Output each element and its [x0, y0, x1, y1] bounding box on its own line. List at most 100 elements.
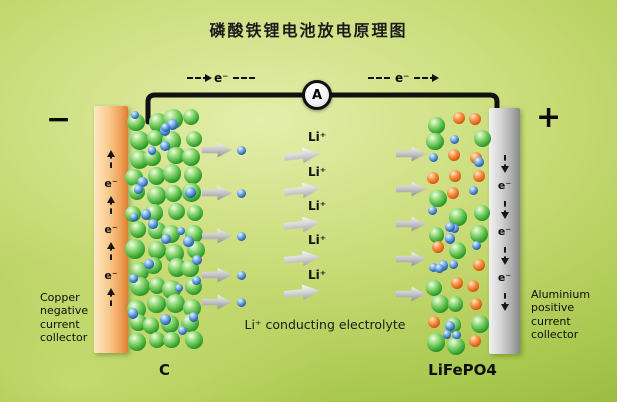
- sphere-orange: [473, 170, 486, 183]
- ammeter: A: [302, 80, 332, 110]
- sphere-green: [164, 184, 182, 202]
- sphere-blue: [188, 311, 199, 322]
- lifepo4-cathode-particles: [426, 112, 492, 356]
- sphere-blue: [445, 320, 456, 331]
- sphere-green: [185, 131, 202, 148]
- li-ion-label: Li⁺: [307, 233, 327, 247]
- li-ion-label: Li⁺: [307, 165, 327, 179]
- sphere-green: [446, 336, 465, 356]
- sphere-green: [181, 147, 200, 167]
- electron-down-arrow-icon: [500, 292, 509, 311]
- sphere-green: [148, 331, 166, 349]
- electron-up-arrow-icon: [107, 150, 115, 168]
- sphere-green: [428, 227, 444, 243]
- sphere-blue: [131, 111, 140, 120]
- electron-label: e⁻: [214, 71, 229, 85]
- copper-current-collector: e⁻ e⁻ e⁻: [94, 106, 128, 353]
- sphere-green: [426, 280, 442, 296]
- electron-label: e⁻: [395, 71, 410, 85]
- sphere-blue: [444, 221, 456, 232]
- sphere-blue: [129, 274, 138, 283]
- sphere-blue: [434, 263, 444, 273]
- sphere-blue: [159, 314, 171, 326]
- sphere-green: [429, 190, 447, 208]
- electron-label: e⁻: [104, 177, 118, 190]
- sphere-green: [474, 204, 490, 221]
- sphere-green: [125, 239, 145, 260]
- sphere-green: [142, 316, 160, 334]
- aluminium-current-collector: e⁻ e⁻ e⁻: [489, 108, 520, 354]
- sphere-green: [167, 202, 185, 220]
- electron-down-arrow-icon: [500, 154, 509, 173]
- sphere-blue: [160, 233, 172, 245]
- sphere-blue: [140, 209, 152, 220]
- copper-collector-caption: Copper negative current collector: [40, 291, 89, 345]
- graphite-anode-particles: [125, 109, 206, 352]
- dashed-arrow-right-icon: [414, 74, 440, 82]
- electron-label: e⁻: [497, 270, 512, 284]
- sphere-green: [165, 243, 185, 263]
- ammeter-label: A: [311, 87, 323, 103]
- sphere-blue: [178, 325, 188, 335]
- sphere-green: [148, 241, 166, 259]
- positive-terminal-sign: +: [536, 100, 562, 135]
- sphere-blue: [148, 219, 158, 229]
- sphere-blue: [445, 233, 456, 244]
- electron-label: e⁻: [104, 223, 118, 236]
- sphere-green: [167, 147, 185, 165]
- sphere-blue: [428, 206, 438, 216]
- sphere-orange: [472, 259, 485, 272]
- sphere-green: [165, 294, 185, 314]
- cathode-label: LiFePO4: [428, 361, 497, 379]
- sphere-blue: [428, 262, 438, 272]
- sphere-blue: [191, 275, 202, 286]
- sphere-blue: [428, 153, 438, 163]
- sphere-green: [146, 186, 167, 206]
- sphere-orange: [467, 280, 480, 293]
- sphere-orange: [427, 315, 440, 328]
- lithium-ion-sphere: [237, 298, 246, 307]
- sphere-orange: [427, 172, 440, 185]
- sphere-orange: [449, 170, 462, 183]
- sphere-green: [447, 296, 464, 313]
- sphere-green: [162, 164, 182, 183]
- sphere-green: [183, 298, 202, 317]
- anode-label: C: [158, 361, 170, 379]
- electron-up-arrow-icon: [107, 242, 115, 260]
- electron-label: e⁻: [497, 224, 512, 238]
- sphere-green: [183, 165, 202, 184]
- sphere-green: [431, 295, 449, 314]
- sphere-green: [426, 132, 444, 151]
- dashed-line: [233, 77, 256, 79]
- sphere-green: [470, 314, 489, 333]
- sphere-blue: [450, 223, 460, 233]
- sphere-blue: [160, 141, 171, 152]
- sphere-green: [474, 129, 492, 147]
- sphere-green: [448, 241, 466, 259]
- sphere-green: [426, 333, 446, 352]
- sphere-green: [185, 331, 204, 349]
- sphere-orange: [469, 334, 482, 347]
- sphere-blue: [137, 176, 148, 187]
- sphere-orange: [469, 112, 482, 125]
- sphere-green: [147, 294, 166, 314]
- sphere-green: [427, 116, 445, 134]
- sphere-green: [130, 131, 150, 151]
- lithium-ion-sphere: [237, 146, 246, 155]
- sphere-orange: [451, 277, 464, 290]
- sphere-orange: [447, 186, 460, 199]
- sphere-blue: [134, 184, 144, 194]
- electron-label: e⁻: [497, 178, 512, 192]
- sphere-blue: [450, 135, 460, 145]
- sphere-blue: [127, 308, 139, 319]
- sphere-blue: [129, 212, 139, 221]
- sphere-blue: [471, 240, 481, 250]
- electron-flow-left: e⁻: [187, 71, 256, 85]
- sphere-blue: [144, 258, 154, 269]
- sphere-green: [129, 221, 147, 238]
- sphere-green: [127, 332, 147, 352]
- dashed-line: [368, 77, 390, 79]
- diagram-title: 磷酸铁锂电池放电原理图: [209, 21, 408, 40]
- electrolyte-caption: Li⁺ conducting electrolyte: [244, 317, 406, 332]
